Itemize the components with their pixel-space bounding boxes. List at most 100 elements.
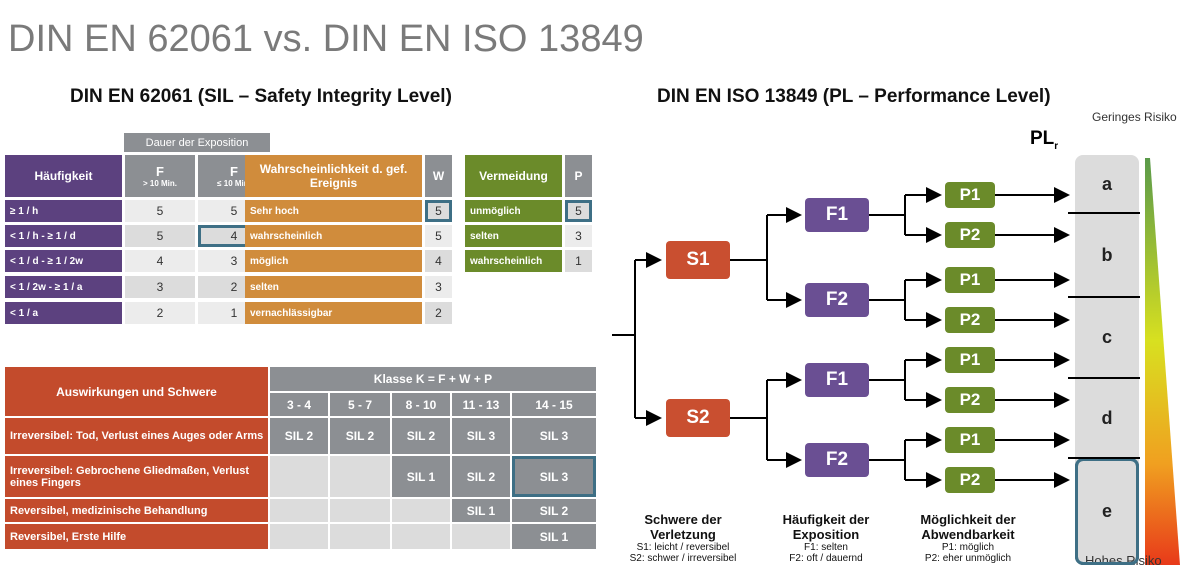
pl-level-c: c <box>1101 327 1112 347</box>
avoidance-node: P1 <box>945 267 995 293</box>
frequency-node: F1 <box>805 198 869 232</box>
sil-cell: SIL 3 <box>512 456 596 497</box>
sil-cell: SIL 3 <box>452 418 510 454</box>
avoidance-node: P2 <box>945 467 995 493</box>
legend-desc: F2: oft / dauernd <box>789 553 863 564</box>
w-cell: 5 <box>425 200 452 222</box>
legend-title: Abwendbarkeit <box>921 527 1015 542</box>
avoidance-node: P1 <box>945 427 995 453</box>
sil-cell: SIL 2 <box>270 418 328 454</box>
legend-title: Verletzung <box>650 527 716 542</box>
w-row-label: wahrscheinlich <box>245 225 422 247</box>
low-risk-label: Geringes Risiko <box>1092 110 1177 124</box>
avoidance-node: P2 <box>945 387 995 413</box>
sil-row-label: Irreversibel: Gebrochene Gliedmaßen, Ver… <box>5 456 268 497</box>
sil-cell: SIL 2 <box>452 456 510 497</box>
avoidance-node: P1 <box>945 347 995 373</box>
freq-cell: 5 <box>125 225 195 247</box>
w-row-label: selten <box>245 276 422 298</box>
w-row-label: möglich <box>245 250 422 272</box>
sil-cell: SIL 2 <box>392 418 450 454</box>
legend-desc: S1: leicht / reversibel <box>636 542 730 553</box>
empty-cell <box>270 456 328 497</box>
empty-cell <box>392 524 450 549</box>
level-divider <box>1068 377 1140 379</box>
freq-cell: 3 <box>125 276 195 298</box>
sil-heading: DIN EN 62061 (SIL – Safety Integrity Lev… <box>70 86 452 107</box>
sil-cell: SIL 3 <box>512 418 596 454</box>
frequency-node: F1 <box>805 363 869 397</box>
w-cell: 3 <box>425 276 452 298</box>
risk-gradient <box>1145 158 1180 565</box>
class-range: 8 - 10 <box>392 393 450 416</box>
legend-title: Häufigkeit der <box>782 512 870 527</box>
legend-title: Möglichkeit der <box>920 512 1016 527</box>
freq-cell: 2 <box>125 302 195 324</box>
w-cell: 5 <box>425 225 452 247</box>
empty-cell <box>330 524 390 549</box>
sil-row-label: Reversibel, medizinische Behandlung <box>5 499 268 522</box>
avoidance-node: P2 <box>945 307 995 333</box>
sil-header: Auswirkungen und Schwere <box>5 367 268 416</box>
w-col-header: W <box>425 155 452 197</box>
sil-row-label: Reversibel, Erste Hilfe <box>5 524 268 549</box>
level-divider <box>1068 457 1140 459</box>
p-row-label: wahrscheinlich <box>465 250 562 272</box>
pl-level-e: e <box>1075 458 1139 565</box>
empty-cell <box>392 499 450 522</box>
frequency-node: F2 <box>805 443 869 477</box>
legend-desc: P2: eher unmöglich <box>924 553 1012 564</box>
class-range: 14 - 15 <box>512 393 596 416</box>
empty-cell <box>270 499 328 522</box>
col-label: F <box>156 164 164 179</box>
plr-label: PLr <box>1030 128 1058 152</box>
p-cell: 5 <box>565 200 592 222</box>
freq-cell: 5 <box>125 200 195 222</box>
sil-cell: SIL 1 <box>452 499 510 522</box>
freq-cell: 4 <box>125 250 195 272</box>
pl-heading: DIN EN ISO 13849 (PL – Performance Level… <box>657 86 1051 107</box>
sil-cell: SIL 2 <box>330 418 390 454</box>
severity-node: S2 <box>666 399 730 437</box>
freq-row-label: < 1 / d - ≥ 1 / 2w <box>5 250 122 272</box>
legend-desc: F1: selten <box>804 542 848 553</box>
group-header: Dauer der Exposition <box>124 133 270 152</box>
p-cell: 3 <box>565 225 592 247</box>
legend-title: Schwere der <box>644 512 722 527</box>
sil-row-label: Irreversibel: Tod, Verlust eines Auges o… <box>5 418 268 454</box>
p-cell: 1 <box>565 250 592 272</box>
col-f-long: F> 10 Min. <box>125 155 195 197</box>
freq-row-label: < 1 / 2w - ≥ 1 / a <box>5 276 122 298</box>
avoidance-node: P2 <box>945 222 995 248</box>
level-divider <box>1068 212 1140 214</box>
w-cell: 2 <box>425 302 452 324</box>
legend-desc: P1: möglich <box>941 542 995 553</box>
pl-sub: r <box>1054 140 1059 152</box>
severity-node: S1 <box>666 241 730 279</box>
class-header: Klasse K = F + W + P <box>270 367 596 391</box>
pl-column <box>1075 155 1139 565</box>
legend-desc: S2: schwer / irreversibel <box>629 553 737 564</box>
pl-text: PL <box>1030 128 1055 149</box>
empty-cell <box>330 499 390 522</box>
freq-header: Häufigkeit <box>5 155 122 197</box>
freq-row-label: ≥ 1 / h <box>5 200 122 222</box>
slide-title: DIN EN 62061 vs. DIN EN ISO 13849 <box>8 18 644 60</box>
avoidance-node: P1 <box>945 182 995 208</box>
class-range: 11 - 13 <box>452 393 510 416</box>
empty-cell <box>330 456 390 497</box>
w-header: Wahrscheinlichkeit d. gef. Ereignis <box>245 155 422 197</box>
freq-row-label: < 1 / a <box>5 302 122 324</box>
freq-row-label: < 1 / h - ≥ 1 / d <box>5 225 122 247</box>
class-range: 3 - 4 <box>270 393 328 416</box>
empty-cell <box>452 524 510 549</box>
w-cell: 4 <box>425 250 452 272</box>
w-row-label: vernachlässigbar <box>245 302 422 324</box>
empty-cell <box>270 524 328 549</box>
p-row-label: unmöglich <box>465 200 562 222</box>
col-sub: > 10 Min. <box>142 179 177 188</box>
